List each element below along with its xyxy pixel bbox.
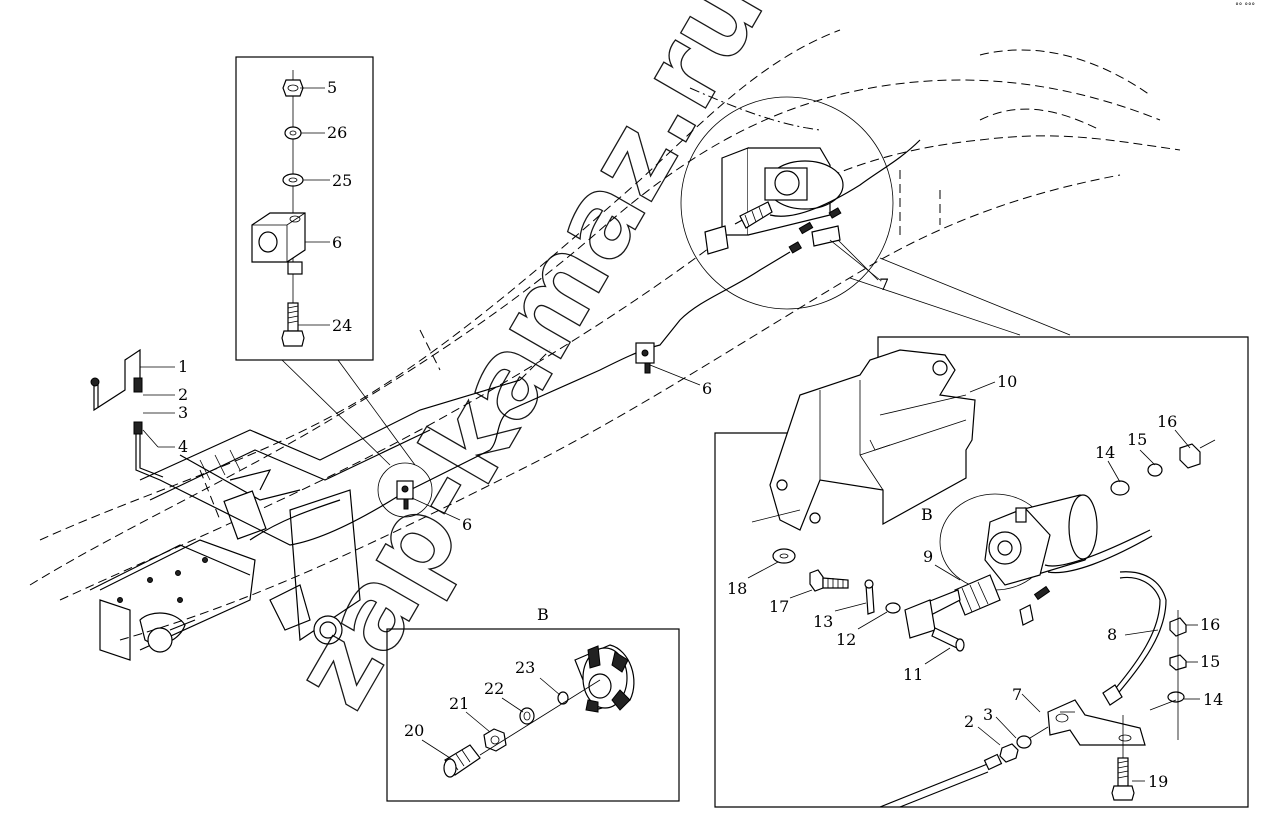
callout-16-top: 16 [1157,412,1177,431]
watermark-text: zap-kamaz.ru [269,0,788,728]
clamp-exploded-detail [235,56,374,361]
callout-4: 4 [178,437,188,456]
main-leader-lines [140,239,879,521]
callout-6-front: 6 [462,515,472,534]
tube-clamp-front [396,480,414,510]
callout-20: 20 [404,721,424,740]
callout-18: 18 [727,579,747,598]
callout-7-detail: 7 [1012,685,1022,704]
callout-23: 23 [515,658,535,677]
callout-25: 25 [332,171,352,190]
callout-16-right: 16 [1200,615,1220,634]
watermark: zap-kamaz.ru [269,0,790,729]
callout-14-right: 14 [1203,690,1223,709]
callout-24: 24 [332,316,352,335]
callout-12: 12 [836,630,856,649]
callout-6-middle: 6 [702,379,712,398]
zoom-circle-valve [680,96,1071,336]
callout-26: 26 [327,123,347,142]
detail-b-marker: B [921,505,933,524]
callout-22: 22 [484,679,504,698]
callout-3-detail: 3 [983,705,993,724]
callout-13: 13 [813,612,833,631]
chassis-frame-outline [29,29,1181,641]
callout-6-detail: 6 [332,233,342,252]
callout-2: 2 [178,385,188,404]
callout-11: 11 [903,665,923,684]
callout-19: 19 [1148,772,1168,791]
brake-line-tube [90,251,791,546]
callout-15-top: 15 [1127,430,1147,449]
valve-assembly-detail [714,336,1249,808]
callout-1: 1 [178,357,188,376]
frame-rail [89,379,521,661]
callout-3: 3 [178,403,188,422]
corner-mark: °° °°° [1235,2,1255,10]
callout-9: 9 [923,547,933,566]
callout-5: 5 [327,78,337,97]
callout-10: 10 [997,372,1017,391]
callout-14-top: 14 [1095,443,1115,462]
callout-2-detail: 2 [964,712,974,731]
callout-labels: 1 2 3 4 5 26 25 6 24 6 6 7 10 14 15 16 B… [178,78,1223,791]
callout-17: 17 [769,597,789,616]
callout-8: 8 [1107,625,1117,644]
tube-clamp-middle [635,342,655,374]
callout-15-right: 15 [1200,652,1220,671]
callout-21: 21 [449,694,469,713]
callout-7-main: 7 [879,275,889,294]
zoom-circle-clamp [281,359,433,518]
detail-b-box [386,628,680,802]
inset-b-title: B [537,605,549,624]
